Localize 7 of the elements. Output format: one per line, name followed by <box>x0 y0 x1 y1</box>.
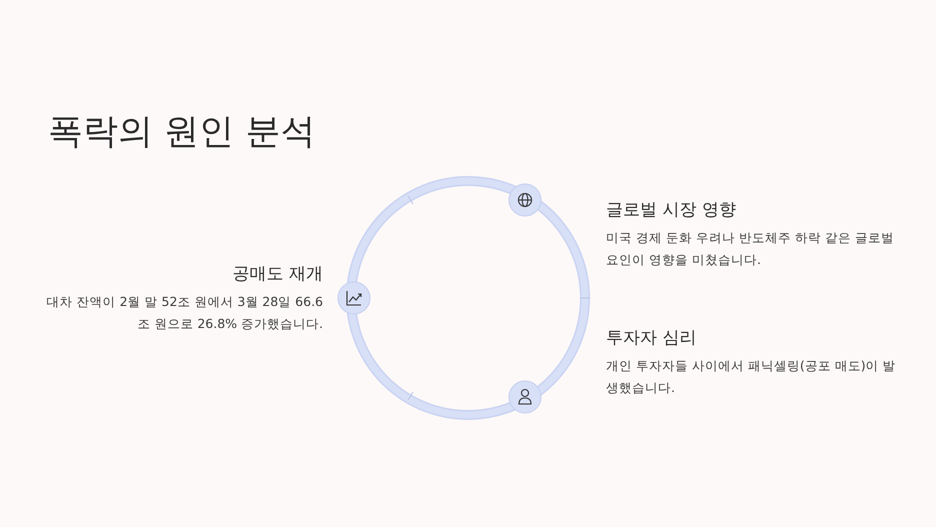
section-text: 미국 경제 둔화 우려나 반도체주 하락 같은 글로벌 요인이 영향을 미쳤습니다. <box>606 229 895 269</box>
section-text: 개인 투자자들 사이에서 패닉셀링(공포 매도)이 발생했습니다. <box>606 357 896 397</box>
section-heading: 글로벌 시장 영향 <box>606 199 736 221</box>
slide-title: 폭락의 원인 분석 <box>48 111 316 154</box>
section-heading: 공매도 재개 <box>232 263 323 285</box>
section-text: 대차 잔액이 2월 말 52조 원에서 3월 28일 66.6조 원으로 26.8% 증가했습니다. <box>46 293 323 333</box>
section-heading: 투자자 심리 <box>606 327 696 349</box>
